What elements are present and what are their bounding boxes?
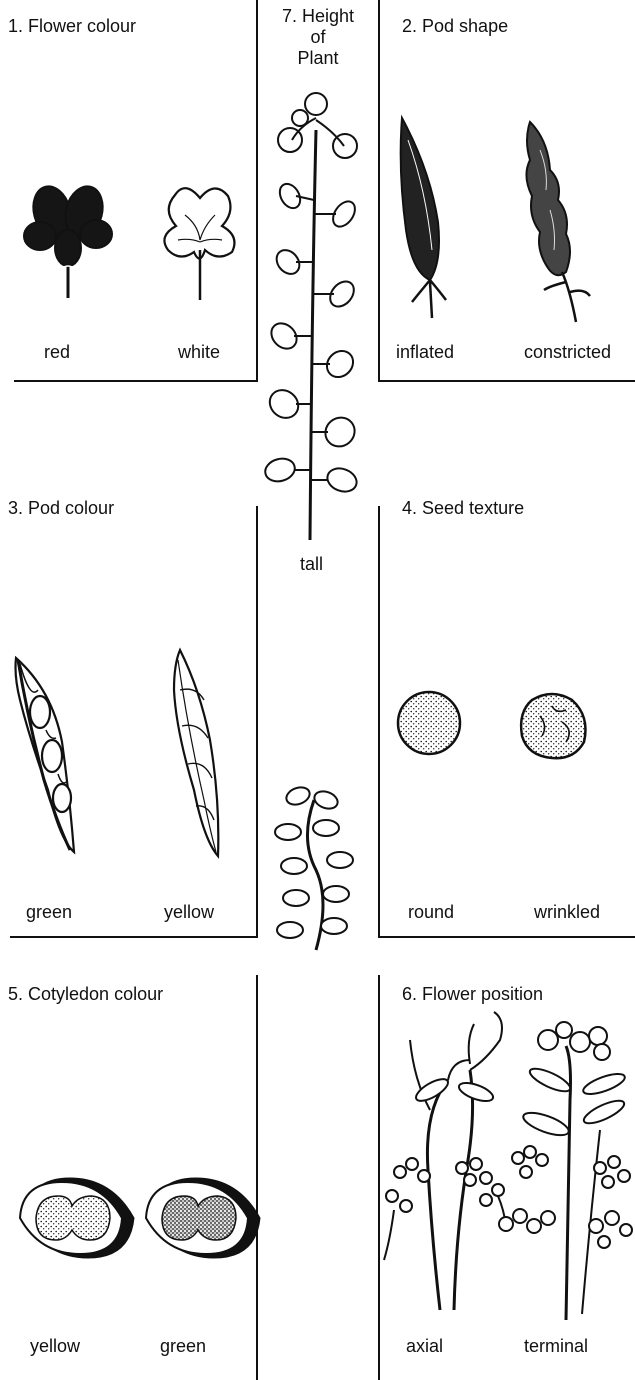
red-flower-icon (24, 182, 112, 298)
wrinkled-seed-icon (521, 694, 585, 758)
tall-plant-icon (263, 93, 361, 540)
axial-flower-plant-icon (384, 1012, 506, 1310)
green-pod-icon (16, 658, 75, 852)
yellow-cotyledon-icon (20, 1178, 134, 1258)
green-cotyledon-icon (146, 1178, 260, 1258)
white-flower-icon (164, 188, 234, 300)
yellow-pod-icon (174, 650, 218, 856)
dwarf-plant-icon (275, 784, 353, 950)
round-seed-icon (398, 692, 460, 754)
constricted-pod-icon (526, 122, 590, 322)
terminal-flower-plant-icon (499, 1022, 632, 1320)
inflated-pod-icon (401, 118, 446, 318)
